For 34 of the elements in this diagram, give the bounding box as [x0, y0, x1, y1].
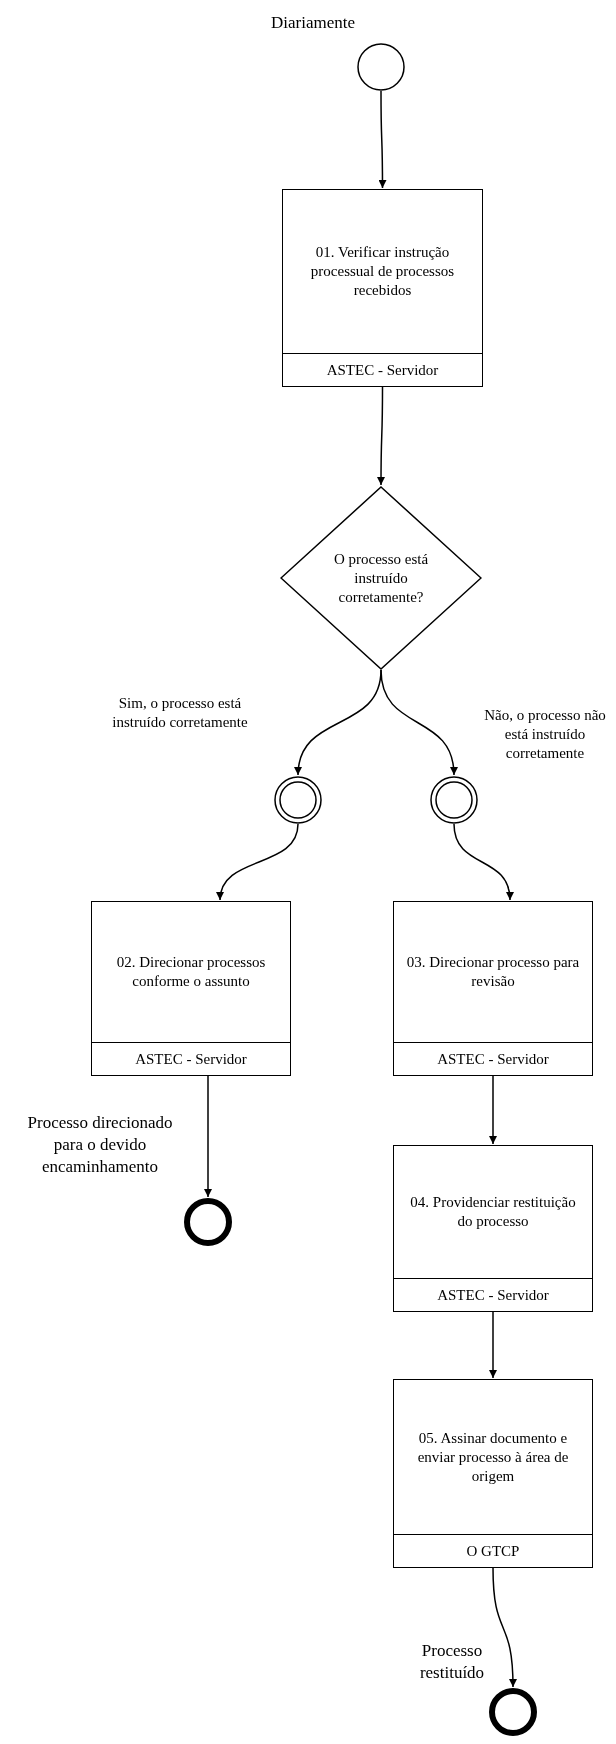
role-label: ASTEC - Servidor [283, 353, 482, 386]
arrow [489, 1311, 497, 1379]
event-caption: Processo restituído [418, 1640, 486, 1684]
arrow [377, 386, 385, 486]
arrow [204, 1075, 212, 1198]
arrow [453, 823, 514, 901]
intermediate-event-circle [430, 776, 478, 824]
task-title: 05. Assinar documento e enviar processo à área de origem [416, 1428, 570, 1486]
task-box [393, 901, 593, 1076]
role-label: O GTCP [394, 1534, 592, 1567]
task-box [393, 1145, 593, 1312]
arrow [492, 1567, 517, 1688]
arrow [378, 90, 387, 189]
task-box [393, 1379, 593, 1568]
arrow [489, 1075, 497, 1145]
start-event-circle [357, 43, 405, 91]
task-box [91, 901, 291, 1076]
event-caption: Diariamente [270, 12, 355, 34]
decision-text: O processo está instruído corretamente? [332, 549, 430, 607]
task-title: 04. Providenciar restituição do processo [409, 1193, 577, 1231]
role-label: ASTEC - Servidor [92, 1042, 290, 1075]
decision-diamond [280, 486, 482, 670]
task-title: 02. Direcionar processos conforme o assunto [115, 953, 267, 991]
task-title: 03. Direcionar processo para revisão [405, 953, 581, 991]
intermediate-event-circle [274, 776, 322, 824]
role-label: ASTEC - Servidor [394, 1278, 592, 1311]
event-caption: Processo direcionado para o devido encaminhamento [26, 1112, 174, 1178]
arrow [217, 823, 299, 901]
end-event-circle [489, 1688, 537, 1736]
task-box [282, 189, 483, 387]
end-event-circle [184, 1198, 232, 1246]
arrow [380, 669, 458, 776]
role-label: ASTEC - Servidor [394, 1042, 592, 1075]
task-title: 01. Verificar instrução processual de processos recebidos [309, 243, 456, 300]
